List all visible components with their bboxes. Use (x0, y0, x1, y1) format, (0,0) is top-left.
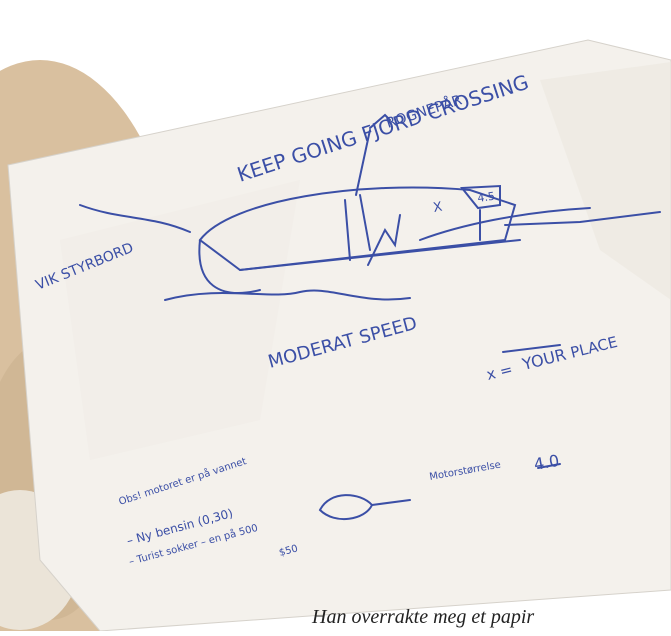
caption-text: Han overrakte meg et papir (312, 606, 534, 629)
engine-number: 4.5 (477, 190, 496, 205)
